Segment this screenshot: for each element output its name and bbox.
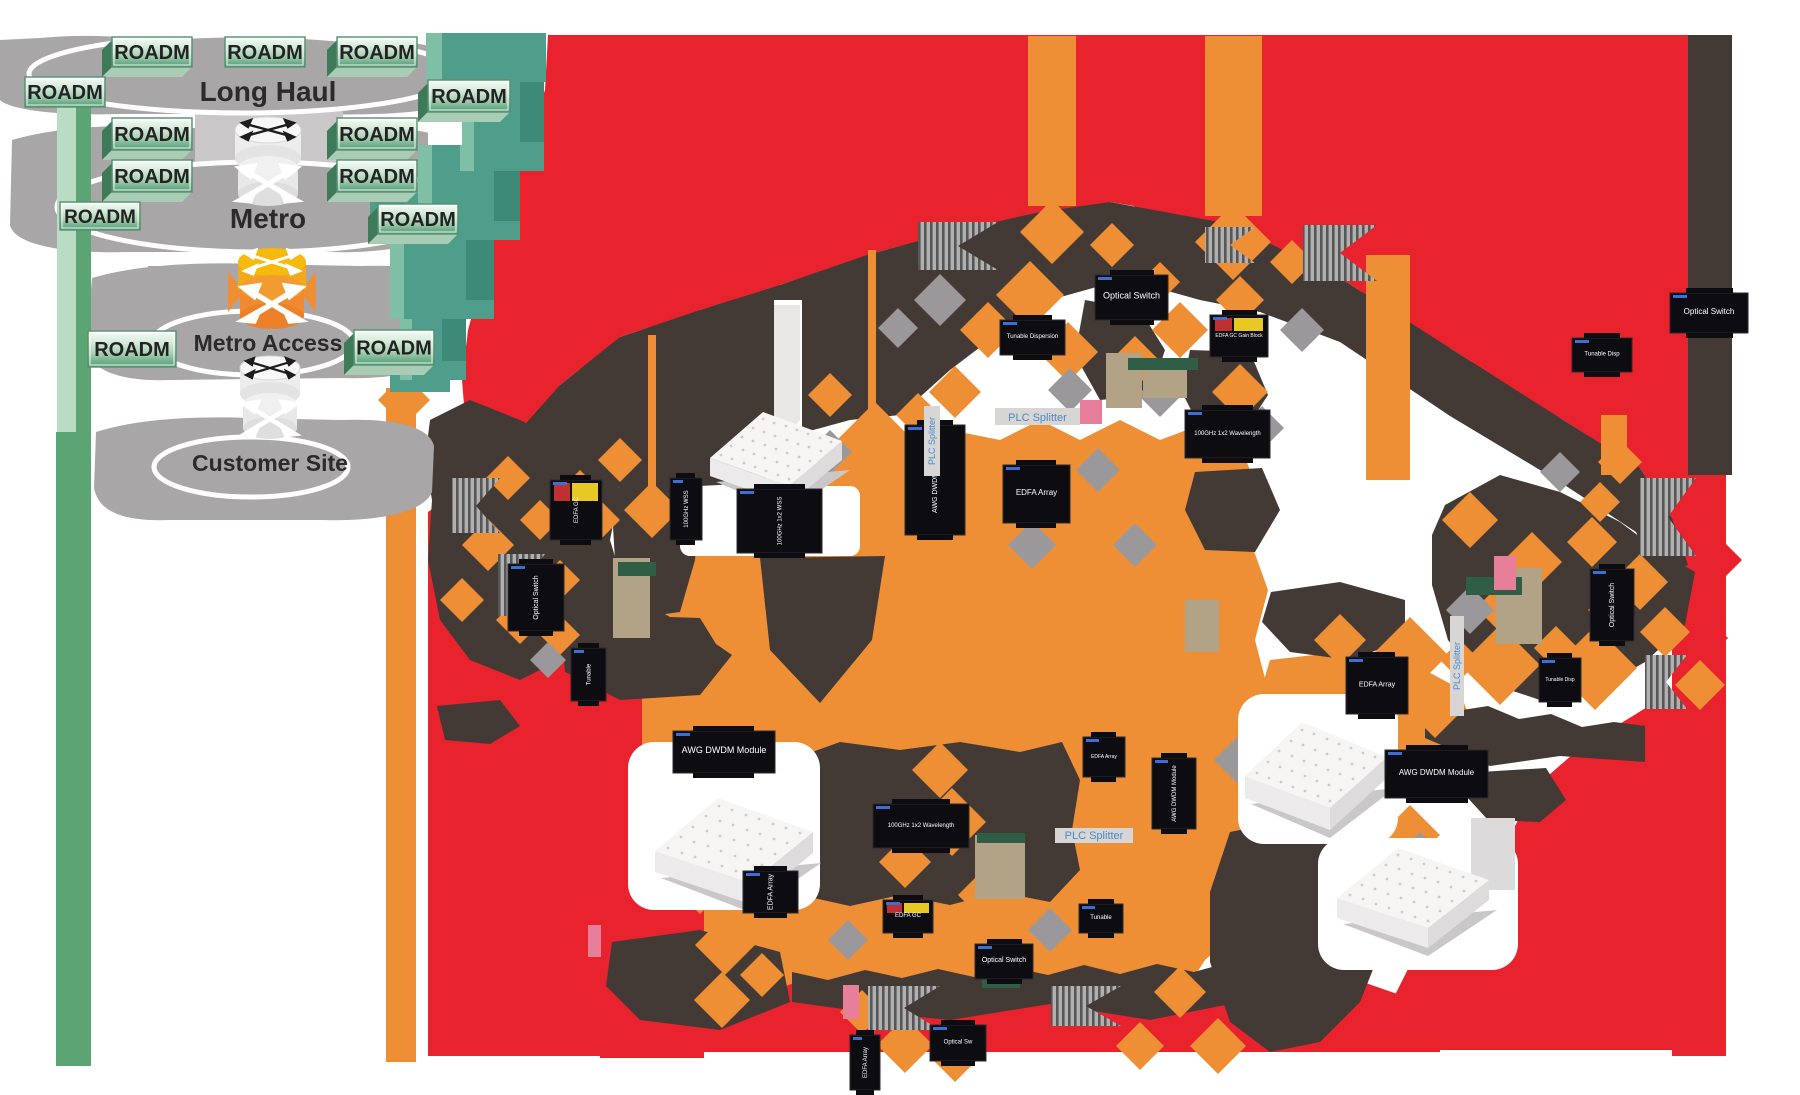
svg-text:ROADM: ROADM (114, 42, 190, 64)
svg-text:EDFA Array: EDFA Array (1091, 754, 1117, 760)
svg-text:ROADM: ROADM (114, 166, 190, 188)
svg-text:ROADM: ROADM (27, 82, 103, 104)
svg-text:Tunable Dispersion: Tunable Dispersion (1007, 334, 1058, 340)
svg-text:100GHz 1x2 Wavelength: 100GHz 1x2 Wavelength (888, 823, 954, 829)
svg-text:ROADM: ROADM (339, 124, 415, 146)
svg-text:Optical Switch: Optical Switch (533, 575, 540, 619)
svg-text:ROADM: ROADM (339, 166, 415, 188)
svg-text:Metro: Metro (230, 203, 306, 234)
svg-text:Tunable: Tunable (587, 663, 593, 685)
svg-text:ROADM: ROADM (94, 339, 170, 361)
svg-text:Optical Switch: Optical Switch (982, 957, 1026, 964)
svg-text:Optical Sw: Optical Sw (944, 1040, 973, 1046)
svg-text:Optical Switch: Optical Switch (1684, 307, 1735, 316)
svg-text:Optical Switch: Optical Switch (1103, 290, 1160, 300)
svg-text:ROADM: ROADM (431, 86, 507, 108)
svg-text:PLC Splitter: PLC Splitter (1452, 642, 1462, 690)
svg-text:ROADM: ROADM (114, 124, 190, 146)
svg-text:100GHz 1x2 WSS: 100GHz 1x2 WSS (778, 497, 784, 546)
svg-text:ROADM: ROADM (356, 338, 432, 360)
svg-text:EDFA Array: EDFA Array (863, 1047, 869, 1078)
svg-text:Tunable: Tunable (1090, 915, 1112, 921)
svg-text:Optical Switch: Optical Switch (1609, 583, 1616, 627)
svg-text:Long Haul: Long Haul (200, 76, 337, 107)
svg-text:EDFA GC: EDFA GC (574, 496, 580, 523)
svg-text:AWG DWDM Module: AWG DWDM Module (1172, 765, 1178, 822)
svg-text:EDFA Array: EDFA Array (1359, 682, 1396, 689)
svg-text:ROADM: ROADM (339, 42, 415, 64)
svg-text:PLC Splitter: PLC Splitter (1065, 830, 1124, 842)
svg-text:100GHz 1x2 Wavelength: 100GHz 1x2 Wavelength (1194, 431, 1260, 437)
svg-text:PLC Splitter: PLC Splitter (927, 417, 937, 465)
svg-text:EDFA Array: EDFA Array (1016, 488, 1057, 497)
svg-text:100GHz WSS: 100GHz WSS (684, 490, 690, 527)
svg-text:ROADM: ROADM (64, 207, 136, 228)
svg-text:EDFA GC: EDFA GC (895, 913, 922, 919)
svg-text:AWG DWDM Module: AWG DWDM Module (1399, 768, 1475, 777)
svg-text:EDFA Array: EDFA Array (768, 873, 775, 910)
svg-text:Tunable Disp: Tunable Disp (1545, 677, 1574, 683)
svg-text:AWG DWDM Module: AWG DWDM Module (682, 745, 767, 755)
svg-text:Tunable Disp: Tunable Disp (1584, 352, 1620, 358)
svg-text:Metro Access: Metro Access (194, 330, 343, 356)
svg-text:ROADM: ROADM (380, 209, 456, 231)
svg-text:Customer Site: Customer Site (192, 450, 348, 476)
svg-text:EDFA GC Gain Block: EDFA GC Gain Block (1215, 333, 1263, 339)
svg-text:AWG DWDM Module: AWG DWDM Module (932, 447, 939, 513)
svg-text:ROADM: ROADM (227, 42, 303, 64)
svg-text:PLC Splitter: PLC Splitter (1008, 412, 1067, 424)
